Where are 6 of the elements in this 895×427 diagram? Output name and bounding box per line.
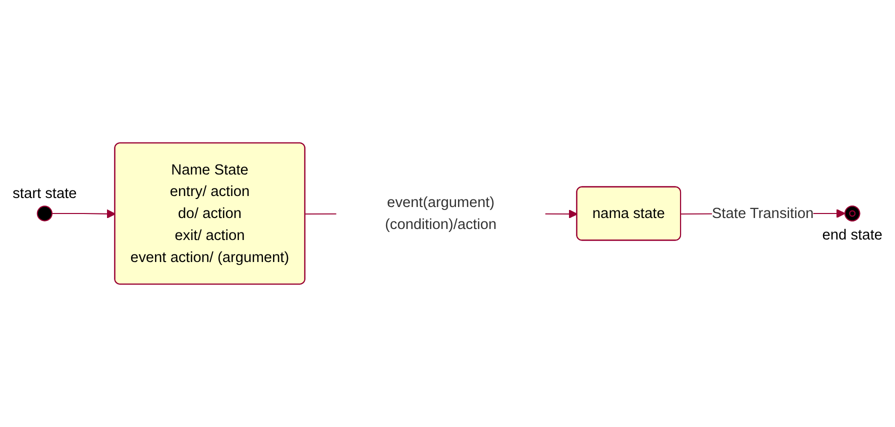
node-circle — [36, 206, 53, 222]
state-caption: end state — [822, 228, 882, 244]
arrow — [52, 209, 116, 218]
state-caption: start state — [12, 186, 77, 202]
edge-label: event(argument)(condition)/action — [385, 194, 497, 232]
edge-label: State Transition — [712, 204, 814, 222]
